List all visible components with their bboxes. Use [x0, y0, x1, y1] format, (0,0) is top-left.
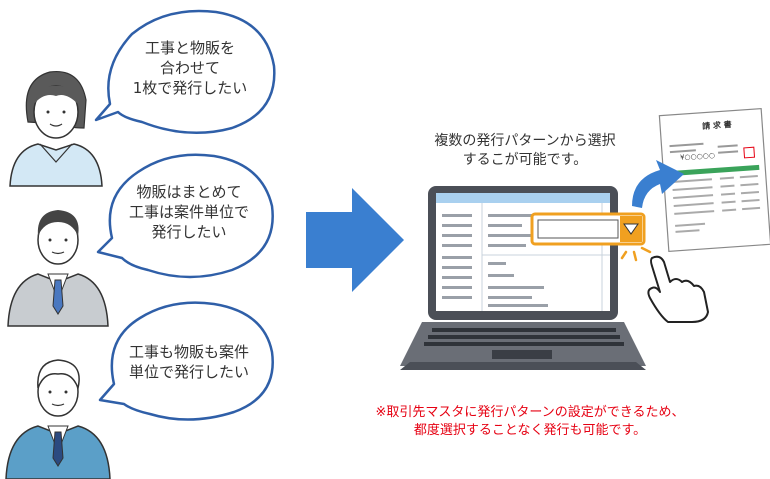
caption-line-2: するこが可能です。	[462, 152, 588, 168]
curved-arrow-icon	[632, 160, 684, 208]
pattern-dropdown	[530, 212, 646, 246]
person-man-icon	[5, 359, 111, 479]
person-man-suit-icon	[7, 210, 109, 327]
bubble-1-text: 工事と物販を 合わせて 1枚で発行したい	[120, 38, 260, 98]
bubble-2-line-2: 工事は案件単位で	[128, 203, 249, 221]
speech-bubble-2	[96, 153, 274, 279]
footnote-line-2: 都度選択することなく発行も可能です。	[413, 423, 647, 438]
bubble-3-line-2: 単位で発行したい	[128, 363, 249, 381]
speech-bubble-3	[98, 301, 274, 421]
bubble-1-line-3: 1枚で発行したい	[132, 79, 248, 97]
footnote: ※取引先マスタに発行パターンの設定ができるため、 都度選択することなく発行も可能…	[310, 404, 750, 440]
footnote-line-1: ※取引先マスタに発行パターンの設定ができるため、	[375, 405, 685, 420]
right-arrow-icon	[306, 188, 404, 292]
bubble-3-text: 工事も物販も案件 単位で発行したい	[114, 342, 264, 382]
pointing-hand-icon	[647, 255, 709, 323]
caption-line-1: 複数の発行パターンから選択	[434, 133, 616, 149]
caption: 複数の発行パターンから選択 するこが可能です。	[420, 132, 630, 170]
click-spark-icon	[620, 246, 652, 262]
bubble-2-line-1: 物販はまとめて	[136, 183, 242, 201]
bubble-1-line-1: 工事と物販を	[144, 39, 235, 57]
invoice-document-icon	[658, 107, 770, 253]
speech-bubble-1	[94, 9, 276, 135]
person-woman-icon	[9, 70, 103, 187]
bubble-3-line-1: 工事も物販も案件	[128, 343, 249, 361]
bubble-2-line-3: 発行したい	[151, 223, 227, 241]
bubble-2-text: 物販はまとめて 工事は案件単位で 発行したい	[114, 182, 264, 242]
bubble-1-line-2: 合わせて	[159, 59, 220, 77]
